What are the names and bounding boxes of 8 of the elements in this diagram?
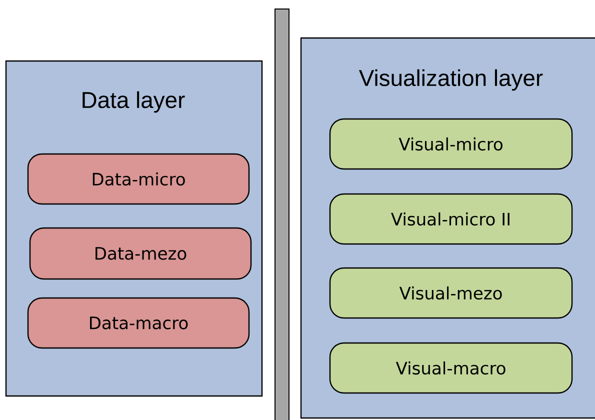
rounded-box: Data-macro <box>27 297 250 349</box>
rounded-box: Visual-macro <box>329 342 573 394</box>
divider-bar <box>274 8 290 420</box>
rounded-box: Visual-mezo <box>329 267 573 319</box>
rounded-box: Data-mezo <box>29 227 252 280</box>
rounded-box: Visual-micro <box>329 118 573 170</box>
rounded-box: Visual-micro II <box>329 193 573 245</box>
rounded-box: Data-micro <box>27 153 250 205</box>
